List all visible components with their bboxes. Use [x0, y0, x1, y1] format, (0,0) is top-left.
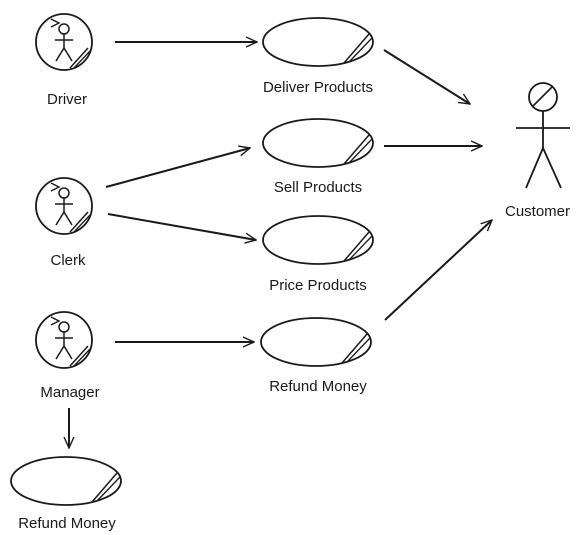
use-case-refund-money-manager-label: Refund Money	[18, 515, 116, 532]
actor-customer-label: Customer	[505, 203, 570, 220]
use-case-refund-money-manager[interactable]: Refund Money	[10, 456, 122, 532]
actor-clerk[interactable]: Clerk	[35, 177, 93, 269]
actor-customer[interactable]: Customer	[505, 82, 570, 220]
business-worker-icon	[35, 177, 93, 235]
business-worker-icon	[35, 311, 93, 369]
use-case-price-products[interactable]: Price Products	[262, 215, 374, 294]
actor-manager-label: Manager	[40, 384, 99, 401]
use-case-sell-products-label: Sell Products	[274, 179, 362, 196]
use-case-deliver-products-label: Deliver Products	[263, 79, 373, 96]
clerk-to-sell-products-line	[105, 148, 250, 188]
business-use-case-icon	[262, 215, 374, 265]
clerk-to-price-products-line	[107, 213, 256, 240]
actor-driver[interactable]: Driver	[35, 13, 93, 108]
business-use-case-icon	[10, 456, 122, 506]
deliver-products-to-customer-line	[383, 49, 470, 104]
actor-clerk-label: Clerk	[50, 252, 86, 269]
actor-manager[interactable]: Manager	[35, 311, 100, 401]
business-actor-icon	[516, 82, 570, 189]
relationship-lines	[69, 42, 492, 448]
business-use-case-icon	[260, 317, 372, 367]
use-case-sell-products[interactable]: Sell Products	[262, 118, 374, 196]
business-use-case-icon	[262, 118, 374, 168]
use-case-price-products-label: Price Products	[269, 277, 367, 294]
use-case-deliver-products[interactable]: Deliver Products	[262, 17, 374, 96]
use-case-refund-money[interactable]: Refund Money	[260, 317, 372, 395]
business-worker-icon	[35, 13, 93, 71]
business-use-case-icon	[262, 17, 374, 67]
refund-money-to-customer-line	[384, 220, 492, 321]
use-case-refund-money-label: Refund Money	[269, 378, 367, 395]
actor-driver-label: Driver	[47, 91, 87, 108]
